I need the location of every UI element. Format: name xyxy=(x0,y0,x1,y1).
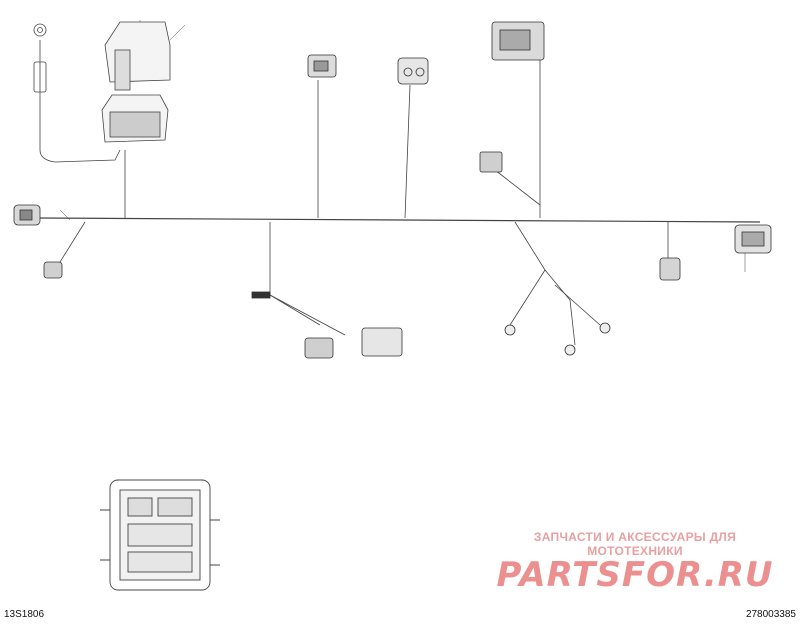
throttle-sensor-connector-icon xyxy=(659,257,681,281)
fuse-box-icon xyxy=(101,21,171,143)
branch-ground-2 xyxy=(554,284,601,326)
diagnostic-branch xyxy=(269,222,321,326)
figure-code-right: 278003385 xyxy=(745,609,796,620)
figure-code-left: 13S1806 xyxy=(4,609,45,620)
watermark-logo: PARTSFOR.RU xyxy=(496,555,774,595)
ground-eyelet-icon xyxy=(504,322,611,356)
ecm-connector-icon xyxy=(491,21,545,61)
fuel-pump-connector-icon xyxy=(307,54,337,78)
diagnostic-branch-2 xyxy=(269,294,346,336)
starter-solenoid-connector-icon xyxy=(43,261,63,279)
battery-cable xyxy=(39,40,121,163)
regulator-drop xyxy=(404,84,411,219)
fuse-box-detail-icon xyxy=(100,479,220,591)
stop-connector-branch xyxy=(494,169,541,206)
watermark: ЗАПЧАСТИ И АКСЕССУАРЫ ДЛЯ МОТОТЕХНИКИ PA… xyxy=(490,530,780,592)
main-harness-trunk xyxy=(39,217,761,223)
regulator-connector-icon xyxy=(397,57,429,85)
lower-right-branch xyxy=(514,221,576,346)
ibr-connector-icon xyxy=(734,224,772,254)
watermark-tagline: ЗАПЧАСТИ И АКСЕССУАРЫ ДЛЯ МОТОТЕХНИКИ xyxy=(533,530,737,558)
injector-connector-icon xyxy=(251,291,403,359)
battery-terminal-icon xyxy=(33,23,47,93)
diagnostic-plug-icon xyxy=(13,204,41,226)
stop-connector-icon xyxy=(479,151,503,173)
branch-ground-1 xyxy=(509,269,546,326)
